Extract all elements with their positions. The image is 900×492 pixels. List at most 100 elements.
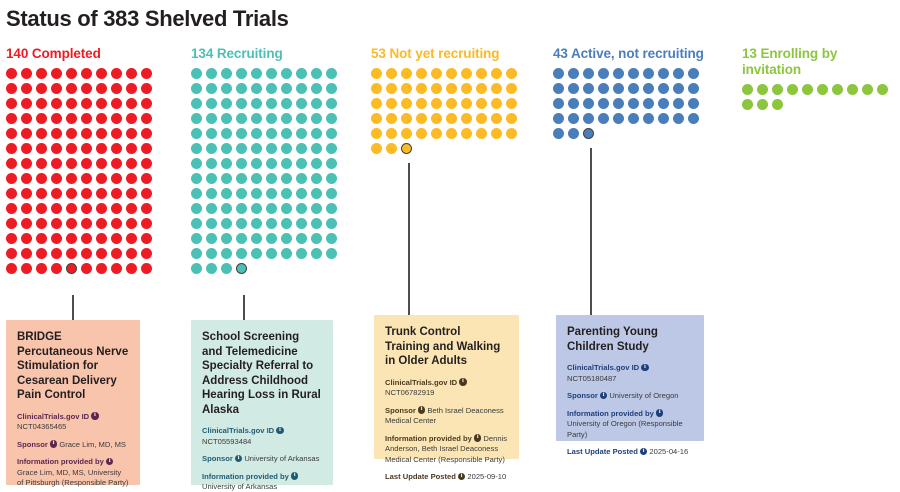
dot <box>21 218 32 229</box>
dot-row <box>191 83 341 98</box>
dot <box>81 143 92 154</box>
dot-row <box>6 68 156 83</box>
dot-row <box>191 263 341 278</box>
dot <box>431 128 442 139</box>
dot <box>36 158 47 169</box>
dot <box>311 83 322 94</box>
info-icon[interactable] <box>473 434 482 442</box>
dot <box>96 68 107 79</box>
info-icon[interactable] <box>105 457 114 465</box>
dot <box>311 113 322 124</box>
dot <box>6 248 17 259</box>
dot <box>206 203 217 214</box>
info-icon[interactable] <box>641 363 649 371</box>
info-icon[interactable] <box>457 472 466 480</box>
dot <box>296 98 307 109</box>
dot <box>553 113 564 124</box>
field-value: Dennis Anderson, Beth Israel Deaconess M… <box>385 433 508 464</box>
dot <box>141 113 152 124</box>
dot <box>236 203 247 214</box>
dot <box>431 98 442 109</box>
dot <box>221 188 232 199</box>
dot-row <box>191 233 341 248</box>
dot <box>281 218 292 229</box>
field-label: Sponsor <box>385 405 416 415</box>
column-completed: 140 Completed <box>6 46 156 278</box>
info-icon[interactable] <box>655 409 664 417</box>
dot <box>326 203 337 214</box>
info-icon[interactable] <box>49 440 58 448</box>
info-icon[interactable] <box>234 454 243 462</box>
dot-row <box>191 218 341 233</box>
dot <box>628 68 639 79</box>
dot <box>236 128 247 139</box>
dot <box>221 263 232 274</box>
dot <box>36 98 47 109</box>
info-icon[interactable] <box>276 426 284 434</box>
dot <box>787 84 798 95</box>
dot <box>6 113 17 124</box>
dot <box>847 84 858 95</box>
dot <box>236 83 247 94</box>
dot <box>832 84 843 95</box>
dot <box>266 173 277 184</box>
dot <box>21 83 32 94</box>
dot <box>281 233 292 244</box>
dot <box>221 68 232 79</box>
dot <box>553 128 564 139</box>
info-icon[interactable] <box>599 391 608 399</box>
dot <box>598 68 609 79</box>
dot <box>251 113 262 124</box>
dot <box>673 98 684 109</box>
dot <box>191 128 202 139</box>
dot-highlighted[interactable] <box>236 263 247 274</box>
dot <box>66 188 77 199</box>
dot <box>221 233 232 244</box>
dot <box>296 68 307 79</box>
column-active-not-recruiting: 43 Active, not recruiting <box>553 46 704 143</box>
dot <box>446 83 457 94</box>
dot-highlighted[interactable] <box>583 128 594 139</box>
callout-card-school-screening[interactable]: School Screening and Telemedicine Specia… <box>191 320 333 491</box>
info-icon[interactable] <box>459 378 467 386</box>
dot <box>401 98 412 109</box>
dot <box>658 68 669 79</box>
dot-row <box>191 248 341 263</box>
dot-row <box>191 128 341 143</box>
dot <box>221 173 232 184</box>
dot <box>568 68 579 79</box>
callout-card-parenting[interactable]: Parenting Young Children Study ClinicalT… <box>556 315 704 456</box>
dot-highlighted[interactable] <box>401 143 412 154</box>
info-icon[interactable] <box>290 472 299 480</box>
dot <box>281 143 292 154</box>
callout-field: Information provided byGrace Lim, MD, MS… <box>17 457 129 489</box>
dot <box>311 143 322 154</box>
info-icon[interactable] <box>639 447 648 455</box>
dot <box>281 98 292 109</box>
column-not-yet-recruiting: 53 Not yet recruiting <box>371 46 521 158</box>
dot <box>251 128 262 139</box>
callout-field: SponsorUniversity of Arkansas <box>202 454 322 465</box>
dot <box>51 218 62 229</box>
dot <box>281 248 292 259</box>
dot <box>66 233 77 244</box>
dot <box>96 203 107 214</box>
dot <box>6 233 17 244</box>
dot <box>431 83 442 94</box>
callout-card-trunk-control[interactable]: Trunk Control Training and Walking in Ol… <box>374 315 519 481</box>
dot <box>206 98 217 109</box>
dot <box>296 218 307 229</box>
callout-field: ClinicalTrials.gov IDNCT04365465 <box>17 412 129 433</box>
field-label: Sponsor <box>17 439 48 449</box>
dot-highlighted[interactable] <box>66 263 77 274</box>
info-icon[interactable] <box>417 406 426 414</box>
dot <box>658 83 669 94</box>
dot <box>66 173 77 184</box>
dot <box>296 143 307 154</box>
dot <box>281 188 292 199</box>
dot <box>126 188 137 199</box>
callout-card-bridge[interactable]: BRIDGE Percutaneous Nerve Stimulation fo… <box>6 320 140 487</box>
info-icon[interactable] <box>91 412 99 420</box>
dot <box>568 128 579 139</box>
dot <box>281 203 292 214</box>
